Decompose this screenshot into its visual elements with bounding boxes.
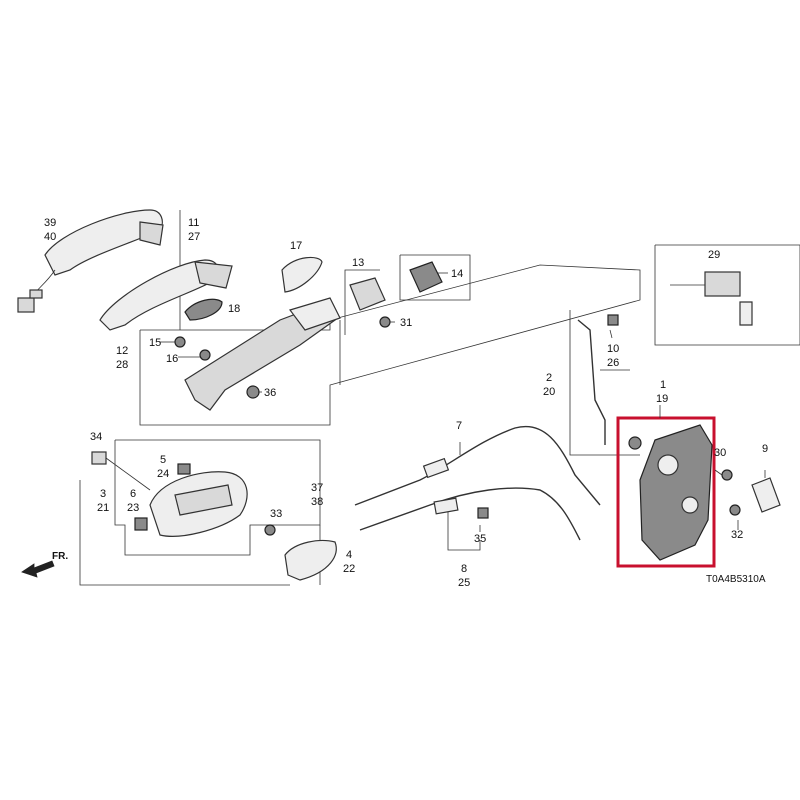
clip-10 <box>607 314 619 326</box>
outer-handle-11 <box>99 259 233 331</box>
callout-4: 4 <box>346 549 352 561</box>
callout-24: 24 <box>157 468 169 480</box>
key-cylinder-29 <box>670 271 753 326</box>
direction-label: FR. <box>52 551 68 562</box>
screw-33 <box>264 524 276 536</box>
callout-16: 16 <box>166 353 178 365</box>
lower-outer-box <box>79 480 290 586</box>
callout-5: 5 <box>160 454 166 466</box>
inner-handle-3 <box>149 471 248 537</box>
callout-9: 9 <box>762 443 768 455</box>
cap-box <box>399 254 471 301</box>
gasket-17 <box>281 256 323 293</box>
bezel-4 <box>284 539 337 581</box>
callout-18: 18 <box>228 303 240 315</box>
clip-6 <box>134 517 148 531</box>
callout-3: 3 <box>100 488 106 500</box>
callout-8: 8 <box>461 563 467 575</box>
cable-8 <box>359 487 581 541</box>
callout-12: 12 <box>116 345 128 357</box>
door-lock-actuator-1 <box>628 424 713 561</box>
callout-37: 37 <box>311 482 323 494</box>
callout-11: 11 <box>188 217 199 229</box>
callout-2: 2 <box>546 372 552 384</box>
callout-22: 22 <box>343 563 355 575</box>
highlight-box <box>616 416 716 568</box>
callout-38: 38 <box>311 496 323 508</box>
callout-36: 36 <box>264 387 276 399</box>
leader-lines <box>105 272 766 532</box>
callout-21: 21 <box>97 502 109 514</box>
callout-6: 6 <box>130 488 136 500</box>
callout-28: 28 <box>116 359 128 371</box>
callout-31: 31 <box>400 317 412 329</box>
callout-23: 23 <box>127 502 139 514</box>
callout-7: 7 <box>456 420 462 432</box>
screw-30 <box>721 469 733 481</box>
clip-34 <box>91 451 107 465</box>
callout-20: 20 <box>543 386 555 398</box>
callout-19: 19 <box>656 393 668 405</box>
callout-32: 32 <box>731 529 743 541</box>
outer-handle-39 <box>17 209 164 313</box>
callout-30: 30 <box>714 447 726 459</box>
inner-handle-box <box>114 439 321 556</box>
callout-15: 15 <box>149 337 161 349</box>
callout-10: 10 <box>607 343 619 355</box>
bolt-16 <box>199 349 211 361</box>
callout-40: 40 <box>44 231 56 243</box>
callout-1: 1 <box>660 379 666 391</box>
striker-9 <box>751 477 781 513</box>
clip-5 <box>177 463 191 475</box>
cylinder-box <box>654 244 800 346</box>
callout-26: 26 <box>607 357 619 369</box>
callout-labels: 39 40 11 27 17 13 14 29 18 31 15 16 12 2… <box>44 217 768 589</box>
callout-27: 27 <box>188 231 200 243</box>
cap-14 <box>409 261 443 293</box>
callout-25: 25 <box>458 577 470 589</box>
callout-14: 14 <box>451 268 463 280</box>
cable-7 <box>354 425 601 506</box>
handle-cover-18 <box>184 298 223 321</box>
callout-17: 17 <box>290 240 302 252</box>
screw-32 <box>729 504 741 516</box>
callout-33: 33 <box>270 508 282 520</box>
callout-35: 35 <box>474 533 486 545</box>
callout-39: 39 <box>44 217 56 229</box>
arrow-left-icon <box>21 560 55 578</box>
rod-2 <box>577 319 606 445</box>
bolt-31 <box>379 316 391 328</box>
front-direction-arrow: FR. <box>21 551 68 578</box>
clip-35 <box>477 507 489 519</box>
diagram-code: T0A4B5310A <box>706 574 766 585</box>
callout-13: 13 <box>352 257 364 269</box>
screw-15 <box>174 336 186 348</box>
bracket-13 <box>349 277 386 311</box>
callout-29: 29 <box>708 249 720 261</box>
outer-handle-box <box>139 264 641 426</box>
callout-34: 34 <box>90 431 102 443</box>
handle-base-12 <box>184 297 341 411</box>
nut-36 <box>246 385 260 399</box>
